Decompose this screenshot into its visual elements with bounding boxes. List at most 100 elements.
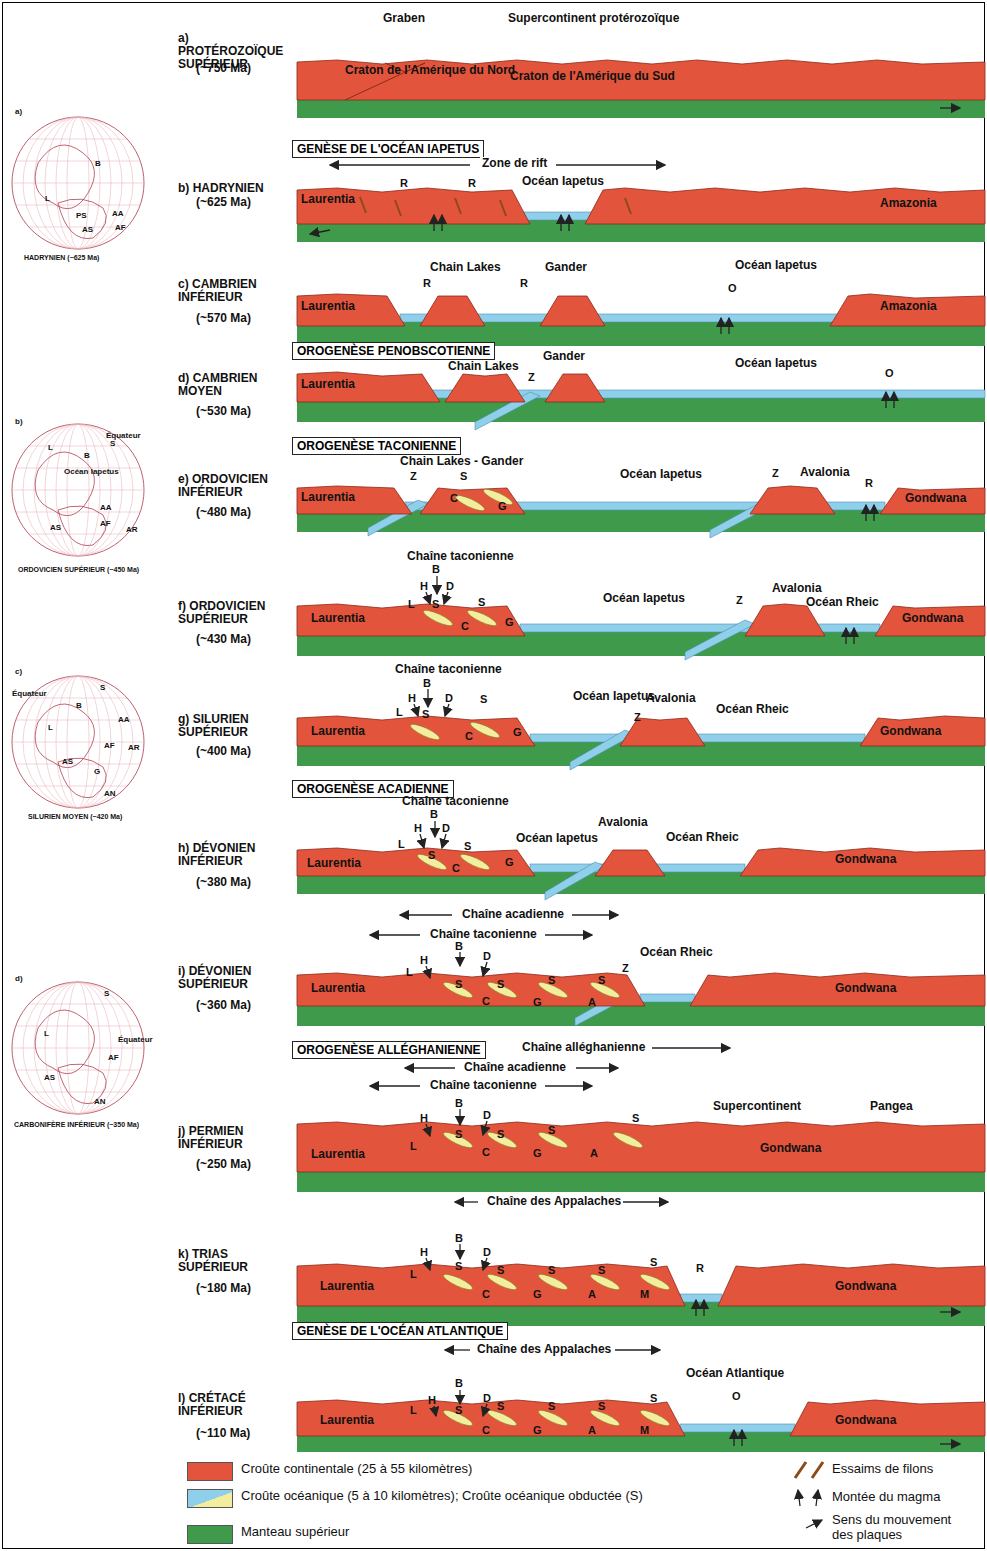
meridian (34, 982, 122, 1114)
dyke-swarm (455, 198, 461, 214)
place-label: Amazonia (880, 197, 937, 210)
place-label: Océan Rheic (716, 703, 789, 716)
range-label: Chaîne acadienne (460, 908, 566, 921)
continent-outline (58, 506, 106, 546)
unit-letter: Z (634, 711, 641, 723)
unit-letter: H (420, 954, 428, 966)
globe-label: AR (128, 744, 140, 753)
continental-crust (297, 1122, 985, 1172)
pointer-arrow (445, 704, 449, 716)
globe-outline (12, 982, 144, 1114)
magma-arrow (733, 1430, 734, 1446)
dyke-symbol (795, 1462, 806, 1478)
meridian (23, 117, 133, 249)
stage-box: OROGENÈSE PENOBSCOTIENNE (292, 342, 495, 360)
continent-outline (35, 452, 94, 516)
pointer-arrow (414, 704, 418, 716)
place-label: Laurentia (301, 300, 355, 313)
unit-letter: B (455, 1232, 463, 1244)
continental-crust (740, 848, 985, 876)
unit-letter: B (430, 808, 438, 820)
pointer-arrow (483, 1404, 487, 1416)
place-label: Océan Rheic (666, 831, 739, 844)
place-label: Avalonia (598, 816, 648, 829)
range-label: Chaîne acadienne (462, 1061, 568, 1074)
range-arrow (545, 934, 592, 935)
pointer-arrow (442, 834, 446, 848)
place-label: Graben (383, 12, 425, 25)
unit-letter: S (650, 1256, 657, 1268)
continent-outline (58, 199, 106, 239)
unit-letter: Z (772, 467, 779, 479)
unit-letter: C (465, 730, 473, 742)
place-label: Supercontinent protérozoïque (508, 12, 679, 25)
legend-text: Essaims de filons (832, 1462, 972, 1477)
place-label: Laurentia (301, 378, 355, 391)
unit-letter: H (420, 1246, 428, 1258)
pointer-arrow (459, 1244, 460, 1259)
stage-title: OROGENÈSE ALLÉGHANIENNE (297, 1043, 481, 1057)
stage-box: OROGENÈSE TACONIENNE (292, 437, 461, 455)
legend-text: Manteau supérieur (241, 1525, 671, 1540)
unit-letter: S (478, 596, 485, 608)
unit-letter: H (428, 1394, 436, 1406)
age-label: (~400 Ma) (196, 745, 251, 758)
place-label: Gondwana (835, 853, 896, 866)
range-arrow (330, 164, 470, 165)
age-label: (~750 Ma) (196, 62, 251, 75)
continental-crust (595, 850, 665, 876)
parallel (29, 1092, 127, 1093)
globe-label: Équateur (118, 1036, 153, 1045)
unit-letter: H (408, 692, 416, 704)
unit-letter: S (455, 1128, 462, 1140)
obducted-crust (442, 1272, 474, 1293)
place-label: Gander (545, 261, 587, 274)
unit-letter: B (455, 1377, 463, 1389)
unit-letter: S (598, 1400, 605, 1412)
plate-motion-arrow (940, 107, 960, 108)
parallel (29, 139, 127, 140)
unit-letter: O (728, 282, 737, 294)
unit-letter: S (497, 1264, 504, 1276)
place-label: Supercontinent (713, 1100, 801, 1113)
unit-letter: H (420, 580, 428, 592)
magma-arrow (845, 628, 846, 644)
globe-label: d) (15, 975, 23, 984)
globe (12, 982, 144, 1114)
stage-box: GENÈSE DE L'OCÉAN ATLANTIQUE (292, 1322, 508, 1340)
range-arrow (622, 1201, 668, 1202)
pointer-arrow (459, 1390, 460, 1404)
globe-label: S (110, 440, 115, 449)
continental-crust (297, 716, 535, 746)
unit-letter: L (396, 706, 403, 718)
magma-arrow (885, 392, 886, 408)
legend-text: Croûte océanique (5 à 10 kilomètres); Cr… (241, 1489, 671, 1504)
period-label: f) ORDOVICIEN SUPÉRIEUR (178, 600, 290, 626)
period-label: c) CAMBRIEN INFÉRIEUR (178, 278, 290, 304)
oceanic-crust (520, 212, 595, 220)
unit-letter: S (548, 1124, 555, 1136)
period-label: h) DÉVONIEN INFÉRIEUR (178, 842, 290, 868)
globe-label: AS (50, 524, 61, 533)
place-label: Gondwana (902, 612, 963, 625)
unit-letter: R (468, 177, 476, 189)
period-label: d) CAMBRIEN MOYEN (178, 372, 290, 398)
pointer-arrow (436, 576, 437, 594)
age-label: (~180 Ma) (196, 1282, 251, 1295)
unit-letter: R (696, 1262, 704, 1274)
magma-arrow (873, 505, 874, 521)
continent-outline (35, 704, 94, 768)
range-arrow (370, 934, 420, 935)
obducted-crust (454, 493, 486, 514)
range-arrow (405, 1067, 455, 1068)
unit-letter: D (483, 1109, 491, 1121)
place-label: Laurentia (320, 1280, 374, 1293)
magma-symbol (798, 1490, 800, 1506)
globe-label: B (95, 160, 101, 169)
continental-crust (860, 716, 985, 746)
unit-letter: C (482, 995, 490, 1007)
place-label: Avalonia (772, 582, 822, 595)
parallel (29, 227, 127, 228)
range-label: Zone de rift (480, 157, 549, 170)
